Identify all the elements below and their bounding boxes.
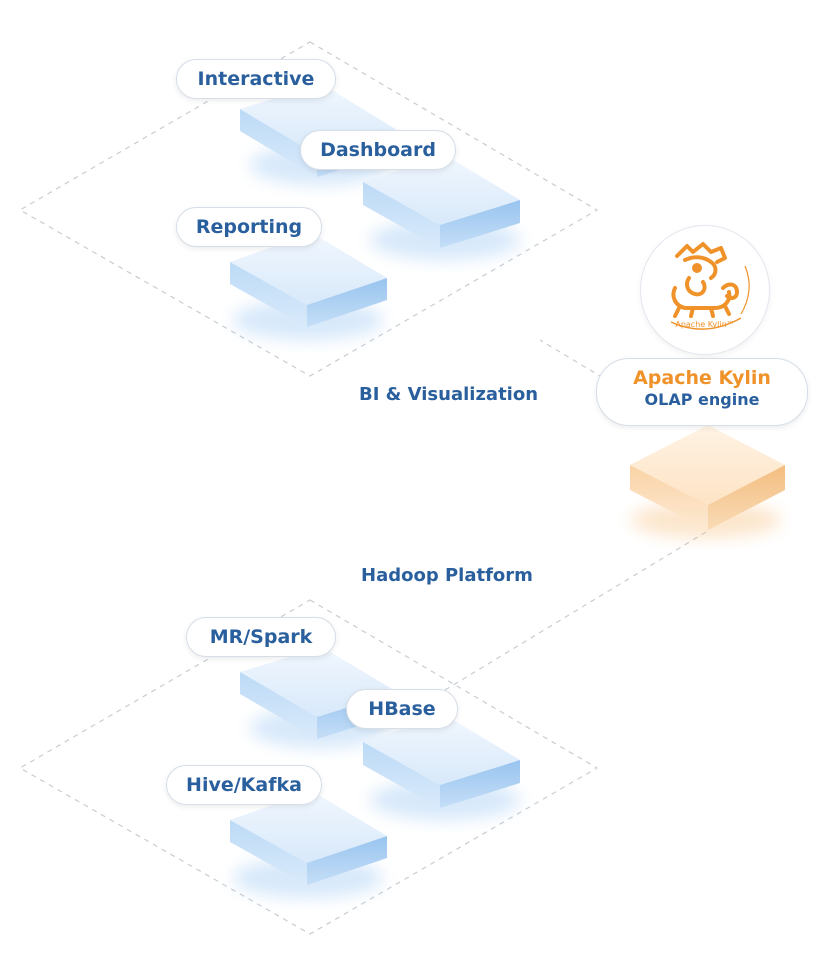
hbase-label: HBase [346, 689, 458, 729]
hive-kafka-label: Hive/Kafka [166, 765, 322, 805]
top-layer-plane [18, 41, 599, 377]
connector-line-bottom [444, 531, 707, 691]
bi-visualization-label: BI & Visualization [359, 384, 539, 405]
block-reporting [230, 233, 387, 340]
hadoop-platform-label: Hadoop Platform [361, 565, 533, 586]
block-kylin [630, 425, 785, 538]
logo-text: Apache Kylin™ [675, 320, 734, 329]
apache-kylin-card: Apache Kylin OLAP engine [596, 358, 808, 426]
interactive-label: Interactive [176, 59, 336, 99]
block-hive-kafka [230, 791, 387, 898]
kylin-name: Apache Kylin [633, 367, 771, 389]
reporting-label: Reporting [176, 207, 322, 247]
kylin-subtitle: OLAP engine [644, 390, 760, 409]
bottom-layer-plane [18, 599, 599, 935]
block-dashboard [363, 155, 520, 260]
apache-kylin-logo: Apache Kylin™ [640, 225, 770, 355]
block-hbase [363, 715, 520, 820]
kylin-creature-icon: Apache Kylin™ [670, 242, 750, 330]
mr-spark-label: MR/Spark [186, 617, 336, 657]
dashboard-label: Dashboard [300, 130, 456, 170]
